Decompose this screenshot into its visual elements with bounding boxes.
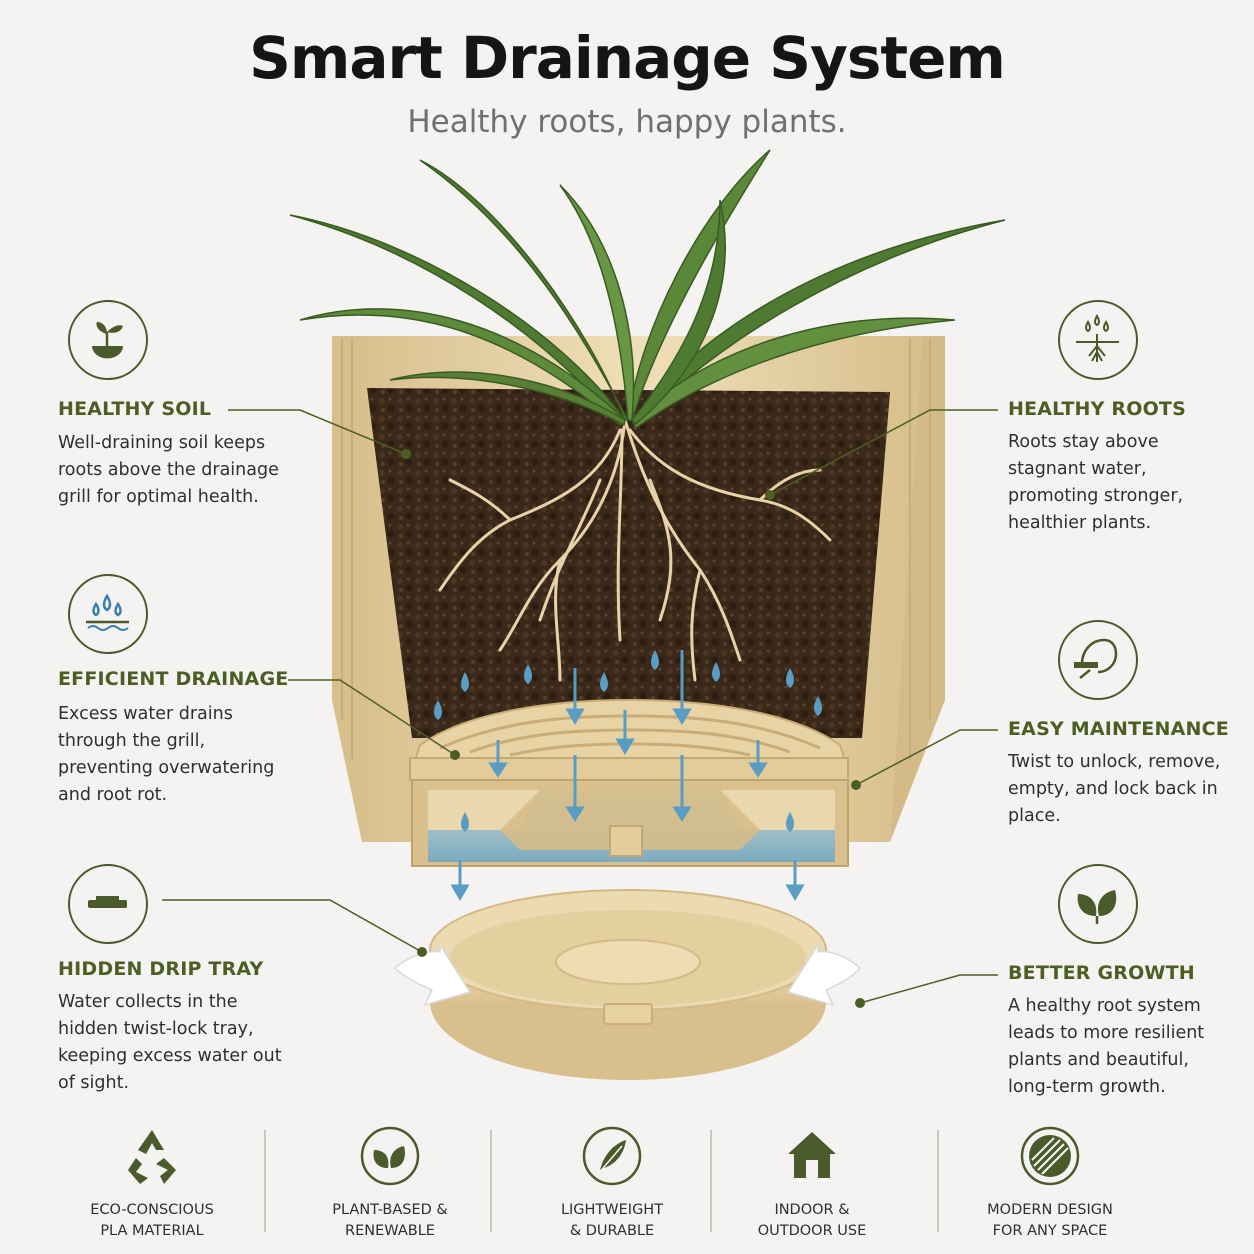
feature-title: HIDDEN DRIP TRAY: [58, 958, 264, 980]
stripes-circle-icon: [1020, 1126, 1080, 1186]
drops-roots-icon: [1058, 300, 1138, 380]
divider: [264, 1130, 266, 1232]
soil: [367, 388, 890, 738]
bottom-item-eco: ECO-CONSCIOUS PLA MATERIAL: [72, 1126, 232, 1242]
bottom-item-label: PLANT-BASED & RENEWABLE: [332, 1202, 448, 1239]
feature-text: A healthy root system leads to more resi…: [1008, 996, 1205, 1097]
feature-title: BETTER GROWTH: [1008, 962, 1195, 984]
feature-text: Twist to unlock, remove, empty, and lock…: [1008, 752, 1221, 826]
leaves-circle-icon: [360, 1126, 420, 1186]
feature-title: EASY MAINTENANCE: [1008, 718, 1229, 740]
bottom-item-label: LIGHTWEIGHT & DURABLE: [560, 1202, 664, 1239]
feature-text: Excess water drains through the grill, p…: [58, 704, 275, 805]
page-title: Smart Drainage System: [249, 24, 1006, 92]
bottom-item-modern-design: MODERN DESIGN FOR ANY SPACE: [970, 1126, 1130, 1242]
bottom-item-label: ECO-CONSCIOUS PLA MATERIAL: [90, 1202, 214, 1239]
divider: [710, 1130, 712, 1232]
feature-title: HEALTHY SOIL: [58, 398, 212, 420]
bottom-item-lightweight: LIGHTWEIGHT & DURABLE: [532, 1126, 692, 1242]
leader-lines: [162, 409, 998, 1004]
feature-text: Water collects in the hidden twist-lock …: [58, 992, 282, 1093]
water-drops-icon: [68, 574, 148, 654]
plant-leaves: [289, 149, 1006, 430]
bottom-item-plant-based: PLANT-BASED & RENEWABLE: [310, 1126, 470, 1242]
leaves-icon: [1058, 864, 1138, 944]
house-icon: [782, 1126, 842, 1186]
feature-text: Roots stay above stagnant water, promoti…: [1008, 432, 1184, 533]
page-subtitle: Healthy roots, happy plants.: [407, 104, 847, 140]
water-drops: [434, 650, 822, 832]
bottom-item-indoor-outdoor: INDOOR & OUTDOOR USE: [732, 1126, 892, 1242]
bottom-item-label: INDOOR & OUTDOOR USE: [757, 1202, 867, 1239]
divider: [490, 1130, 492, 1232]
seedling-bowl-icon: [68, 300, 148, 380]
twist-arrows: [393, 942, 862, 1007]
drainage-grill: [409, 698, 849, 781]
feature-text: Well-draining soil keeps roots above the…: [58, 433, 279, 507]
hand-twist-icon: [1058, 620, 1138, 700]
bottom-item-label: MODERN DESIGN FOR ANY SPACE: [987, 1202, 1113, 1239]
reservoir: [411, 779, 849, 867]
drip-tray: [429, 889, 827, 1080]
drip-tray-icon: [68, 864, 148, 944]
feather-icon: [582, 1126, 642, 1186]
divider: [937, 1130, 939, 1232]
drain-arrows: [450, 650, 805, 901]
feature-title: HEALTHY ROOTS: [1008, 398, 1186, 420]
feature-title: EFFICIENT DRAINAGE: [58, 668, 289, 690]
recycle-icon: [122, 1126, 182, 1186]
